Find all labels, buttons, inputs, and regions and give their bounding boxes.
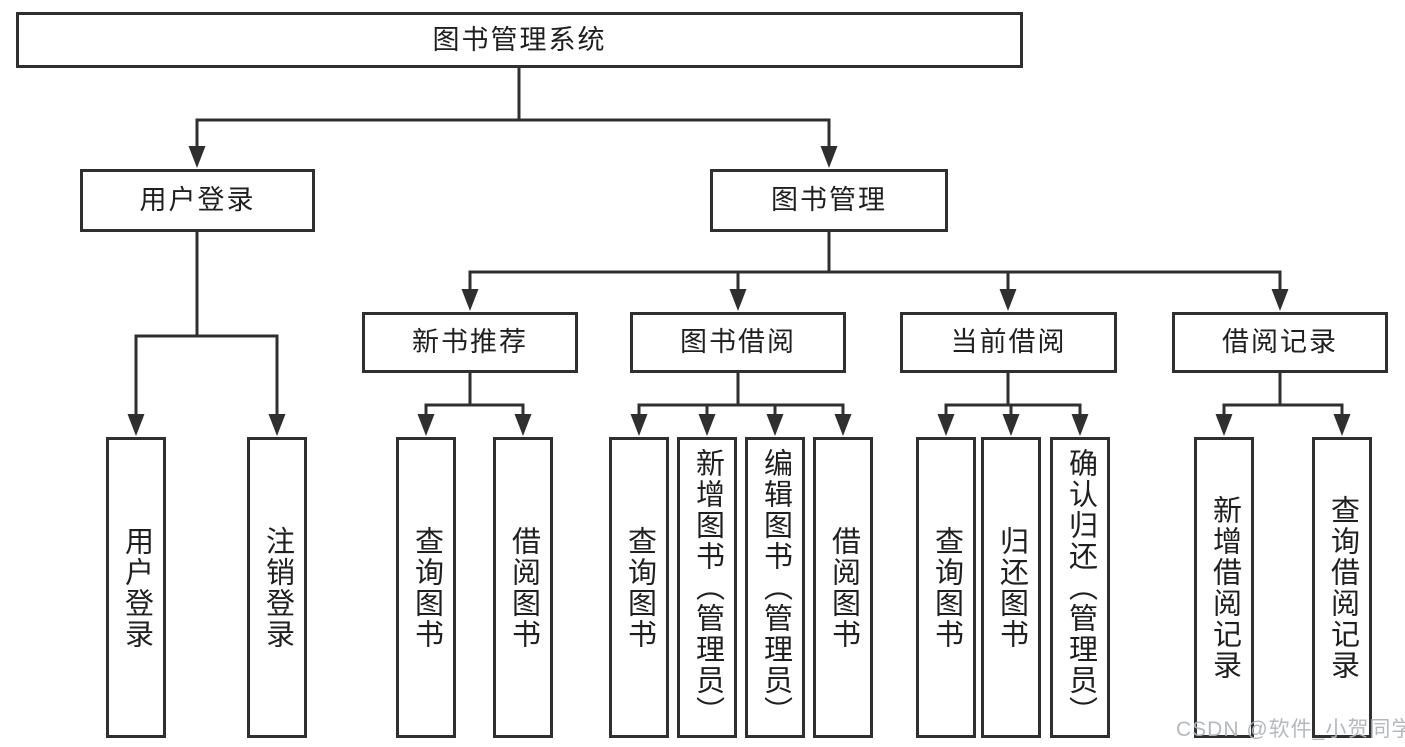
leaf-borrow-books-1: 借阅图书	[493, 437, 553, 738]
leaf-return-books: 归还图书	[981, 437, 1041, 738]
node-new-book-recommendation: 新书推荐	[362, 312, 578, 373]
node-book-borrowing: 图书借阅	[630, 312, 846, 373]
leaf-query-books-3: 查询图书	[916, 437, 976, 738]
leaf-query-books-2: 查询图书	[609, 437, 669, 738]
leaf-logout: 注销登录	[247, 437, 307, 738]
node-book-management-branch: 图书管理	[710, 169, 948, 232]
csdn-watermark: CSDN @软件_小贺同学	[1176, 718, 1405, 741]
leaf-edit-books-admin: 编辑图书（管理员）	[745, 437, 805, 738]
node-user-login-branch: 用户登录	[80, 169, 315, 232]
leaf-add-borrow-record: 新增借阅记录	[1194, 437, 1254, 738]
leaf-add-books-admin: 新增图书（管理员）	[677, 437, 737, 738]
node-current-borrowing: 当前借阅	[900, 312, 1117, 373]
node-library-management-system: 图书管理系统	[16, 12, 1023, 68]
leaf-query-borrow-record: 查询借阅记录	[1312, 437, 1372, 738]
leaf-query-books-1: 查询图书	[396, 437, 456, 738]
leaf-user-login: 用户登录	[106, 437, 166, 738]
leaf-borrow-books-2: 借阅图书	[813, 437, 873, 738]
node-borrowing-records: 借阅记录	[1172, 312, 1388, 373]
leaf-confirm-return-admin: 确认归还（管理员）	[1050, 437, 1110, 738]
